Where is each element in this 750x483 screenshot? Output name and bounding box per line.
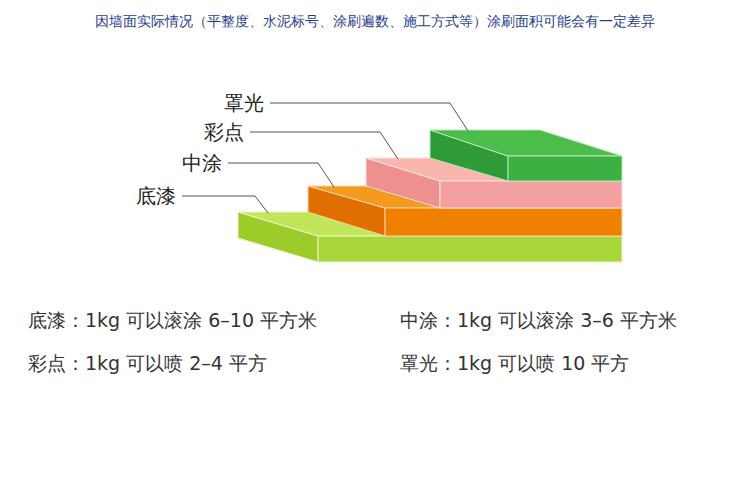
layer-label: 中涂 bbox=[180, 150, 224, 177]
coverage-note: 罩光：1kg 可以喷 10 平方 bbox=[400, 351, 629, 377]
layer-label: 底漆 bbox=[134, 183, 178, 210]
coverage-note: 底漆：1kg 可以滚涂 6–10 平方米 bbox=[28, 308, 317, 334]
leader-lines bbox=[182, 103, 468, 213]
layer-label: 罩光 bbox=[222, 90, 266, 117]
page-title: 因墙面实际情况（平整度、水泥标号、涂刷遍数、施工方式等）涂刷面积可能会有一定差异 bbox=[95, 13, 655, 31]
coverage-note: 中涂：1kg 可以滚涂 3–6 平方米 bbox=[400, 308, 677, 334]
coverage-note: 彩点：1kg 可以喷 2–4 平方 bbox=[28, 351, 267, 377]
top-coat-slab bbox=[430, 130, 622, 181]
layer-label: 彩点 bbox=[202, 119, 246, 146]
